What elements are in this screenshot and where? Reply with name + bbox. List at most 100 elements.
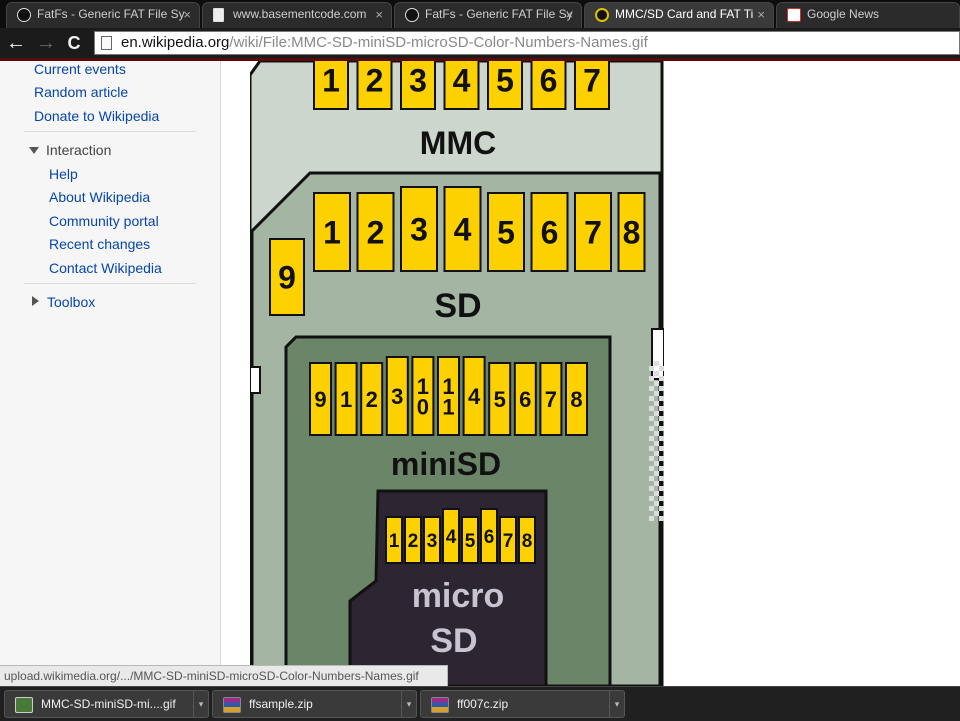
mmc-pin-5-label: 5: [496, 63, 514, 99]
microsd-pin-3: [423, 516, 441, 564]
minisd-pin-2: [360, 362, 384, 436]
mmc-pin-2-label: 2: [366, 63, 384, 99]
tab-title: FatFs - Generic FAT File Sy: [425, 7, 573, 21]
back-button[interactable]: ←: [6, 32, 26, 54]
mmc-pin-1-label: 1: [322, 63, 340, 99]
minisd-label: miniSD: [391, 446, 501, 482]
wiki-sidebar: Current events Random article Donate to …: [0, 61, 221, 667]
page-icon: [101, 36, 112, 50]
microsd-label-sd: SD: [430, 622, 477, 660]
chan-icon: [17, 8, 31, 22]
microsd-pin-8-label: 8: [522, 531, 533, 552]
sidebar-link-recent-changes[interactable]: Recent changes: [49, 236, 151, 252]
minisd-pin-3-label: 3: [391, 384, 403, 409]
sd-pin-4: [443, 186, 482, 272]
minisd-pin-8: [565, 362, 588, 436]
minisd-pin-4-label: 4: [468, 384, 481, 409]
minisd-pin-8-label: 8: [570, 387, 582, 412]
sd-pin-3: [400, 186, 438, 272]
url-path: /wiki/File:MMC-SD-miniSD-microSD-Color-N…: [229, 34, 648, 51]
download-item-ffsample[interactable]: ffsample.zip ▾: [212, 690, 417, 718]
tab-fatfs-2[interactable]: FatFs - Generic FAT File Sy ×: [394, 2, 582, 28]
sd-pin-9: [269, 238, 305, 316]
mmc-pin-4: [443, 61, 480, 110]
minisd-pin-11: [437, 356, 460, 436]
sidebar-link-help[interactable]: Help: [49, 166, 78, 182]
sidebar-link-community-portal[interactable]: Community portal: [49, 213, 159, 229]
mmc-pin-7-label: 7: [583, 63, 601, 99]
transparency-checker: [649, 361, 664, 521]
sd-pin-7-label: 7: [584, 215, 602, 251]
microsd-pin-1: [385, 516, 403, 564]
tab-google-news[interactable]: Google News: [776, 2, 960, 28]
sidebar-link-donate[interactable]: Donate to Wikipedia: [34, 108, 160, 124]
close-icon[interactable]: ×: [757, 7, 765, 22]
sidebar-link-random-article[interactable]: Random article: [34, 84, 129, 100]
sidebar-link-about[interactable]: About Wikipedia: [49, 189, 151, 205]
microsd-pin-7: [499, 516, 517, 564]
microsd-pin-1-label: 1: [389, 531, 400, 552]
sd-pin-2-label: 2: [367, 215, 385, 251]
tab-title: FatFs - Generic FAT File Sy: [37, 7, 185, 21]
interaction-header[interactable]: Interaction: [46, 142, 112, 158]
tab-basementcode[interactable]: www.basementcode.com ×: [202, 2, 392, 28]
minisd-pin-7-label: 7: [545, 387, 557, 412]
toolbox-header[interactable]: Toolbox: [47, 294, 96, 310]
dropdown-menu-icon[interactable]: ▾: [609, 691, 624, 717]
sd-pin-7: [574, 192, 612, 272]
microsd-pin-5-label: 5: [465, 531, 476, 552]
minisd-pin-6-label: 6: [519, 387, 531, 412]
sd-pin-1-label: 1: [323, 215, 341, 251]
chan-icon: [405, 8, 419, 22]
image-file-icon: [15, 697, 33, 713]
close-icon[interactable]: ×: [375, 7, 383, 22]
download-item-ff007c[interactable]: ff007c.zip ▾: [420, 690, 625, 718]
sd-pin-6: [530, 192, 569, 272]
microsd-pin-8: [518, 516, 536, 564]
sd-pin-4-label: 4: [454, 212, 472, 248]
google-news-icon: [787, 8, 801, 22]
chevron-right-icon[interactable]: [32, 296, 39, 306]
dropdown-menu-icon[interactable]: ▾: [193, 691, 208, 717]
sd-pin-9-label: 9: [278, 260, 296, 296]
close-icon[interactable]: ×: [183, 7, 191, 22]
forward-button[interactable]: →: [36, 32, 56, 54]
microsd-pin-3-label: 3: [427, 531, 438, 552]
document-icon: [213, 8, 224, 22]
tab-title: Google News: [807, 7, 880, 21]
download-shelf: MMC-SD-miniSD-mi....gif ▾ ffsample.zip ▾…: [0, 686, 960, 721]
mmc-pin-7: [574, 61, 610, 110]
close-icon[interactable]: ×: [565, 7, 573, 22]
card-notch: [250, 366, 261, 394]
microsd-pin-6: [480, 508, 498, 564]
dropdown-menu-icon[interactable]: ▾: [401, 691, 416, 717]
tab-title: www.basementcode.com: [233, 7, 367, 21]
tab-fatfs-1[interactable]: FatFs - Generic FAT File Sy ×: [6, 2, 200, 28]
mmc-pin-3: [400, 61, 436, 110]
chevron-down-icon[interactable]: [29, 147, 39, 154]
minisd-pin-1: [334, 362, 358, 436]
minisd-pin-6: [513, 362, 537, 436]
minisd-pin-3: [385, 356, 409, 436]
mmc-pin-6: [530, 61, 567, 110]
sd-pin-8: [617, 192, 646, 272]
browser-toolbar: ← → C en.wikipedia.org/wiki/File:MMC-SD-…: [0, 28, 960, 61]
sidebar-link-contact[interactable]: Contact Wikipedia: [49, 260, 162, 276]
sd-pin-5: [487, 192, 525, 272]
reload-button[interactable]: C: [67, 33, 81, 53]
tab-mmc-sd-card[interactable]: MMC/SD Card and FAT Ti ×: [584, 2, 774, 28]
microsd-label-micro: micro: [412, 577, 505, 615]
mmc-pin-3-label: 3: [409, 63, 427, 99]
address-bar[interactable]: en.wikipedia.org/wiki/File:MMC-SD-miniSD…: [94, 31, 960, 55]
minisd-pin-10: [411, 356, 435, 436]
sidebar-link-current-events[interactable]: Current events: [34, 61, 126, 77]
minisd-pin-4: [462, 356, 486, 436]
microsd-pin-2-label: 2: [408, 531, 419, 552]
download-item-gif[interactable]: MMC-SD-miniSD-mi....gif ▾: [4, 690, 209, 718]
minisd-pin-5-label: 5: [494, 387, 506, 412]
minisd-pin-9-label: 9: [314, 387, 326, 412]
minisd-pin-5: [488, 362, 512, 436]
